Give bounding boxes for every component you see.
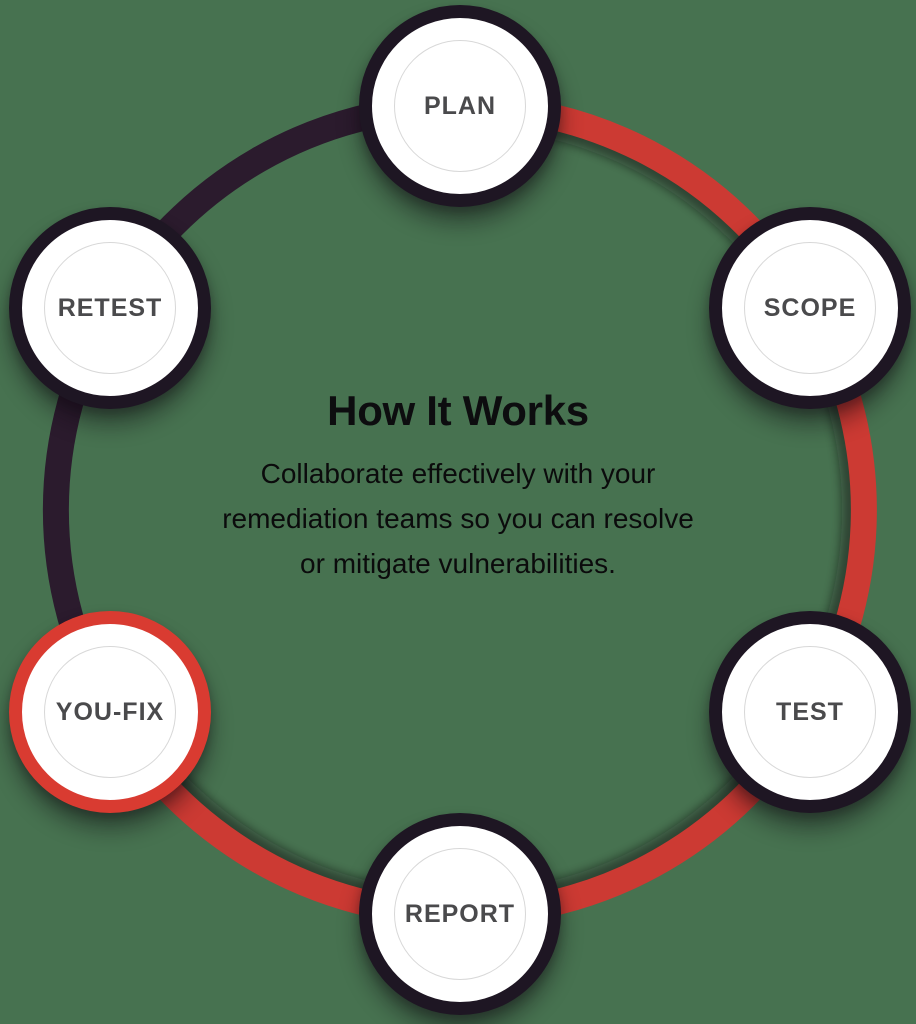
diagram-center-text: How It Works Collaborate effectively wit… (0, 386, 916, 586)
diagram-subtitle: Collaborate effectively with your remedi… (0, 451, 916, 586)
process-step-label: YOU-FIX (55, 697, 165, 726)
process-step-label: RETEST (57, 293, 163, 322)
diagram-title: How It Works (327, 387, 589, 434)
process-step-retest: RETEST (9, 207, 211, 409)
process-step-label: PLAN (423, 91, 497, 120)
process-step-label: SCOPE (763, 293, 857, 322)
process-step-you-fix: YOU-FIX (9, 611, 211, 813)
process-step-test: TEST (709, 611, 911, 813)
process-step-label: REPORT (404, 899, 516, 928)
process-step-scope: SCOPE (709, 207, 911, 409)
subtitle-line: or mitigate vulnerabilities. (300, 548, 616, 579)
process-step-report: REPORT (359, 813, 561, 1015)
process-step-plan: PLAN (359, 5, 561, 207)
process-step-label: TEST (776, 697, 844, 726)
subtitle-line: Collaborate effectively with your (260, 458, 656, 489)
subtitle-line: remediation teams so you can resolve (222, 503, 694, 534)
